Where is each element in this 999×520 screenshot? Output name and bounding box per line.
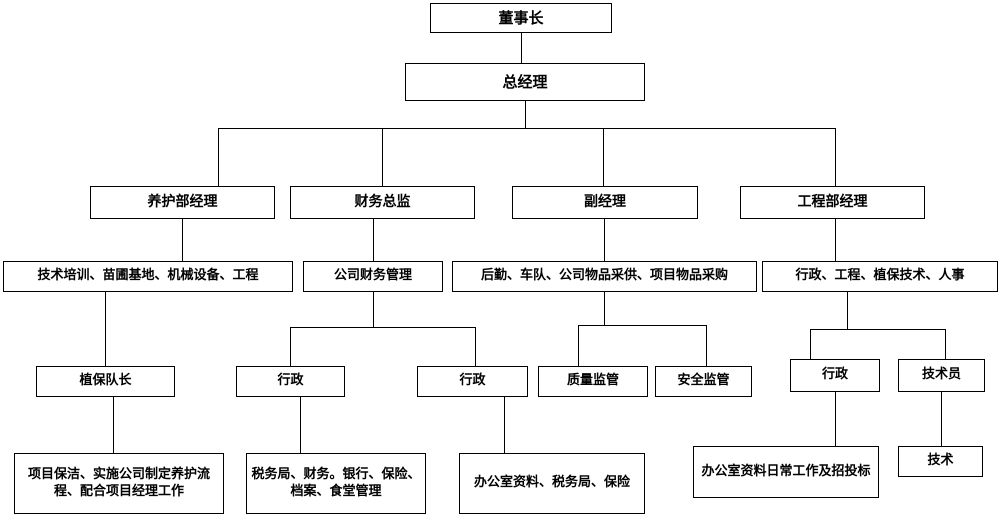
org-node-label: 安全监管 (677, 373, 730, 389)
connector-line (835, 128, 836, 186)
org-node[interactable]: 养护部经理 (90, 186, 275, 219)
connector-line (373, 219, 374, 261)
org-node[interactable]: 税务局、财务。银行、保险、档案、食堂管理 (246, 453, 426, 514)
connector-line (521, 33, 522, 63)
connector-line (218, 128, 835, 129)
org-node-label: 税务局、财务。银行、保险、档案、食堂管理 (251, 467, 421, 499)
org-node[interactable]: 公司财务管理 (303, 261, 443, 292)
connector-line (847, 292, 848, 329)
org-node-label: 办公室资料日常工作及招投标 (701, 463, 871, 479)
org-node[interactable]: 行政 (236, 366, 345, 397)
org-node[interactable]: 安全监管 (655, 366, 752, 397)
connector-line (382, 128, 383, 186)
org-node-label: 行政 (821, 367, 848, 383)
connector-line (945, 329, 946, 359)
org-node[interactable]: 技术 (898, 446, 983, 477)
org-node[interactable]: 植保队长 (36, 366, 175, 397)
org-node-label: 财务总监 (354, 193, 411, 210)
org-node-label: 技术培训、苗圃基地、机械设备、工程 (37, 268, 259, 284)
org-node[interactable]: 办公室资料日常工作及招投标 (693, 446, 879, 498)
org-node-label: 后勤、车队、公司物品采供、项目物品采购 (480, 268, 728, 284)
connector-line (218, 128, 219, 186)
org-node[interactable]: 行政、工程、植保技术、人事 (762, 261, 998, 292)
connector-line (373, 292, 374, 327)
connector-line (578, 325, 706, 326)
connector-line (810, 329, 811, 359)
connector-line (603, 128, 604, 186)
org-node-label: 植保队长 (79, 373, 132, 389)
connector-line (290, 327, 476, 328)
connector-line (525, 101, 526, 128)
connector-line (504, 397, 505, 453)
connector-line (113, 397, 114, 453)
org-node[interactable]: 行政 (790, 359, 880, 392)
connector-line (941, 392, 942, 446)
org-node-label: 养护部经理 (147, 193, 218, 210)
connector-line (810, 329, 945, 330)
org-node[interactable]: 办公室资料、税务局、保险 (459, 453, 645, 514)
org-node[interactable]: 项目保洁、实施公司制定养护流程、配合项目经理工作 (14, 453, 224, 514)
connector-line (475, 327, 476, 366)
connector-line (290, 327, 291, 366)
org-node-label: 质量监管 (566, 373, 619, 389)
connector-line (835, 219, 836, 261)
org-node-label: 技术 (927, 453, 954, 469)
org-node-label: 董事长 (498, 8, 544, 27)
org-node-label: 总经理 (502, 72, 548, 91)
org-node[interactable]: 工程部经理 (740, 186, 925, 219)
org-node[interactable]: 总经理 (405, 63, 645, 101)
org-node-label: 副经理 (584, 193, 626, 210)
connector-line (578, 325, 579, 366)
org-node[interactable]: 质量监管 (538, 366, 648, 397)
org-node[interactable]: 财务总监 (290, 186, 475, 219)
org-node[interactable]: 后勤、车队、公司物品采供、项目物品采购 (452, 261, 757, 292)
connector-line (300, 397, 301, 453)
org-node[interactable]: 技术培训、苗圃基地、机械设备、工程 (3, 261, 293, 292)
connector-line (604, 219, 605, 261)
org-node[interactable]: 行政 (417, 366, 528, 397)
connector-line (182, 219, 183, 261)
connector-line (706, 325, 707, 366)
connector-line (604, 292, 605, 325)
org-node-label: 行政 (459, 373, 486, 389)
org-node[interactable]: 董事长 (430, 3, 612, 33)
org-node-label: 技术员 (921, 367, 961, 383)
org-node-label: 办公室资料、税务局、保险 (473, 475, 630, 491)
org-node-label: 行政 (277, 373, 304, 389)
org-node[interactable]: 副经理 (512, 186, 698, 219)
org-node-label: 行政、工程、植保技术、人事 (795, 268, 965, 284)
org-node-label: 工程部经理 (797, 193, 868, 210)
org-node-label: 项目保洁、实施公司制定养护流程、配合项目经理工作 (27, 467, 210, 499)
org-node[interactable]: 技术员 (898, 359, 985, 392)
connector-line (835, 392, 836, 446)
org-node-label: 公司财务管理 (333, 268, 412, 284)
connector-line (105, 292, 106, 366)
